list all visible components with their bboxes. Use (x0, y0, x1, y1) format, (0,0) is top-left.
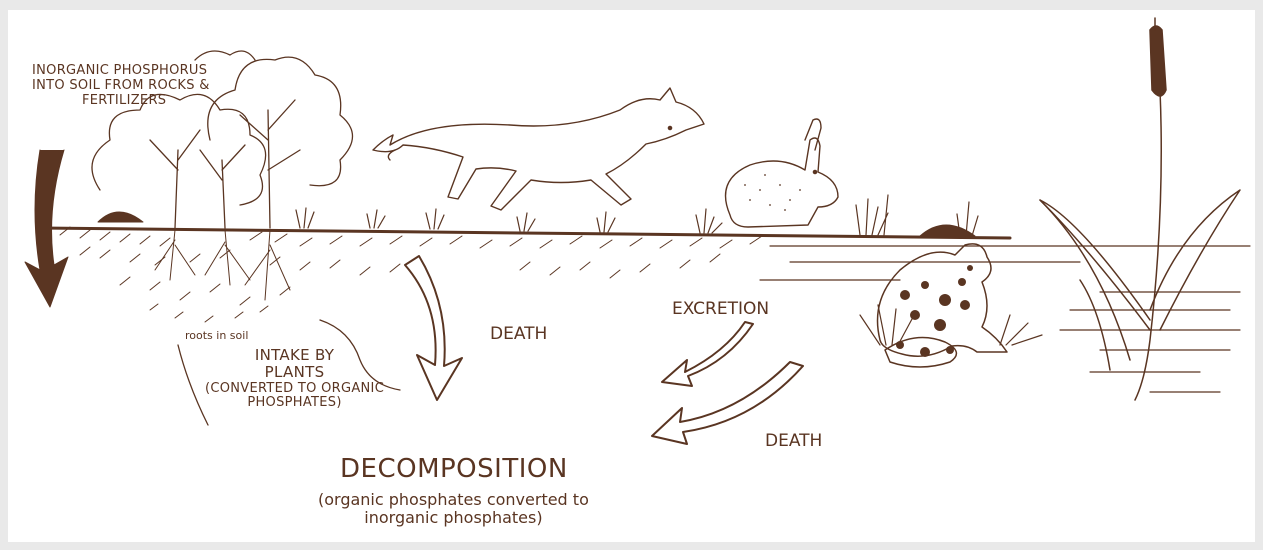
death-label-right: DEATH (765, 432, 822, 452)
intake-label: INTAKE BY PLANTS (CONVERTED TO ORGANIC P… (205, 347, 384, 411)
excretion-arrow (662, 322, 753, 386)
intake-label-line2: PLANTS (205, 364, 384, 381)
rock-left (98, 212, 143, 222)
inorganic-label: INORGANIC PHOSPHORUS INTO SOIL FROM ROCK… (32, 64, 210, 109)
soil-hatching (60, 227, 762, 322)
intake-label-line4: PHOSPHATES) (205, 396, 384, 411)
frog-spots (896, 265, 973, 357)
roots-label: roots in soil (185, 330, 248, 343)
roots-pointer (178, 345, 208, 425)
intake-label-line1: INTAKE BY (205, 347, 384, 364)
rabbit-stipple (744, 174, 801, 211)
decomposition-subtitle: (organic phosphates converted to inorgan… (318, 491, 589, 528)
inorganic-label-line3: FERTILIZERS (32, 94, 210, 109)
rabbit (726, 119, 839, 227)
death-arrow-center (405, 256, 462, 400)
decomposition-title: DECOMPOSITION (340, 455, 568, 485)
pond-water-lines (760, 246, 1250, 392)
fox (373, 88, 704, 210)
decomposition-subtitle-line2: inorganic phosphates) (318, 509, 589, 527)
intake-label-line3: (CONVERTED TO ORGANIC (205, 382, 384, 397)
death-label-left: DEATH (490, 325, 547, 345)
decomposition-subtitle-line1: (organic phosphates converted to (318, 491, 589, 509)
cattail (1040, 18, 1240, 400)
ground-line (40, 228, 1010, 238)
excretion-label: EXCRETION (672, 300, 769, 320)
inorganic-label-line1: INORGANIC PHOSPHORUS (32, 64, 210, 79)
inorganic-label-line2: INTO SOIL FROM ROCKS & (32, 79, 210, 94)
